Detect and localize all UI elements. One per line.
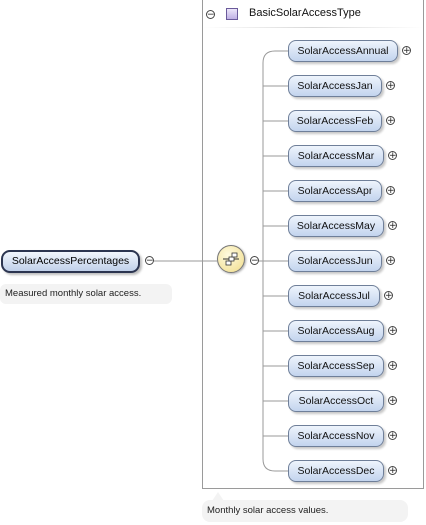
child-element-name: SolarAccessDec [297, 465, 375, 477]
child-element-box[interactable]: SolarAccessAnnual [288, 40, 398, 62]
child-element-name: SolarAccessApr [297, 185, 373, 197]
child-element-name: SolarAccessJun [297, 255, 373, 267]
child-element-name: SolarAccessSep [297, 360, 375, 372]
child-element-name: SolarAccessAug [297, 325, 375, 337]
expand-child-icon[interactable] [388, 151, 397, 160]
expand-child-icon[interactable] [386, 186, 395, 195]
child-element-name: SolarAccessNov [297, 430, 375, 442]
expand-child-icon[interactable] [388, 361, 397, 370]
collapse-type-icon[interactable] [206, 10, 215, 19]
expand-child-icon[interactable] [386, 116, 395, 125]
expand-child-icon[interactable] [388, 396, 397, 405]
child-element-box[interactable]: SolarAccessApr [288, 180, 382, 202]
documentation-pointer [212, 492, 224, 501]
root-element-name: SolarAccessPercentages [11, 255, 130, 267]
child-element-box[interactable]: SolarAccessMar [288, 145, 384, 167]
sequence-compositor-icon [223, 252, 239, 266]
expand-child-icon[interactable] [384, 291, 393, 300]
type-documentation-text: Monthly solar access values. [207, 505, 329, 516]
child-element-name: SolarAccessJul [298, 290, 370, 302]
child-element-box[interactable]: SolarAccessMay [288, 215, 384, 237]
collapse-compositor-icon[interactable] [250, 256, 259, 265]
expand-child-icon[interactable] [386, 81, 395, 90]
expand-child-icon[interactable] [388, 431, 397, 440]
child-element-box[interactable]: SolarAccessOct [288, 390, 384, 412]
complex-type-name: BasicSolarAccessType [249, 7, 361, 19]
root-documentation: Measured monthly solar access. [0, 284, 172, 304]
child-element-name: SolarAccessFeb [296, 115, 374, 127]
type-documentation: Monthly solar access values. [202, 500, 408, 522]
child-element-name: SolarAccessMay [296, 220, 376, 232]
root-documentation-text: Measured monthly solar access. [5, 288, 142, 299]
child-element-box[interactable]: SolarAccessJul [288, 285, 380, 307]
child-element-box[interactable]: SolarAccessDec [288, 460, 384, 482]
child-element-name: SolarAccessAnnual [297, 45, 389, 57]
expand-child-icon[interactable] [388, 326, 397, 335]
expand-child-icon[interactable] [402, 46, 411, 55]
expand-child-icon[interactable] [386, 256, 395, 265]
child-element-name: SolarAccessMar [297, 150, 375, 162]
child-element-box[interactable]: SolarAccessSep [288, 355, 384, 377]
child-element-box[interactable]: SolarAccessNov [288, 425, 384, 447]
child-element-name: SolarAccessOct [298, 395, 374, 407]
child-element-box[interactable]: SolarAccessJun [288, 250, 382, 272]
sequence-compositor[interactable] [217, 245, 245, 273]
collapse-root-icon[interactable] [145, 256, 154, 265]
child-element-box[interactable]: SolarAccessAug [288, 320, 384, 342]
expand-child-icon[interactable] [388, 466, 397, 475]
child-element-name: SolarAccessJan [297, 80, 373, 92]
expand-child-icon[interactable] [388, 221, 397, 230]
complex-type-icon [226, 8, 238, 20]
child-element-box[interactable]: SolarAccessFeb [288, 110, 382, 132]
root-element-box[interactable]: SolarAccessPercentages [1, 250, 140, 273]
type-header-divider [203, 27, 423, 28]
child-element-box[interactable]: SolarAccessJan [288, 75, 382, 97]
